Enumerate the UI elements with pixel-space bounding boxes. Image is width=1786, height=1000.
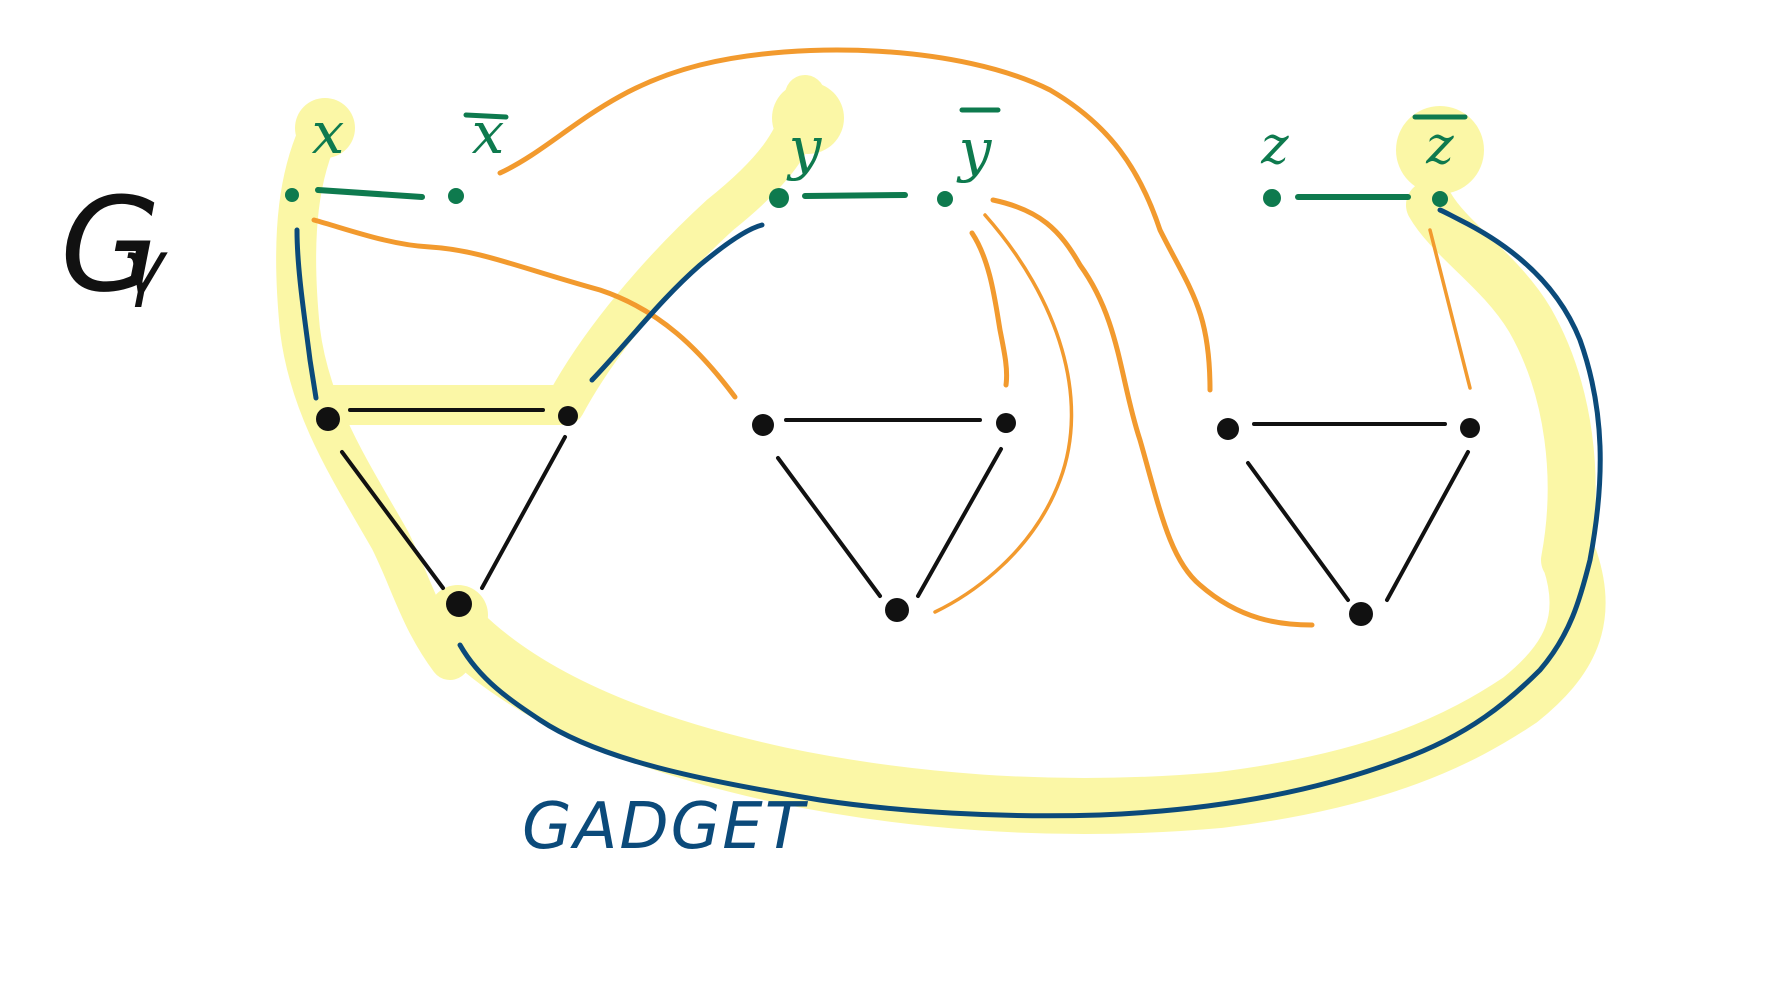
vertex-x-bar [448,188,464,204]
gadget-clause1-to-y [589,222,765,383]
vertex-z [1263,189,1281,207]
triangle-clause-2 [776,418,1003,598]
clause-2-left [752,414,774,436]
edge-y-ybar [802,192,908,199]
highlight-x-to-y [310,75,825,425]
label-z-bar: z [1425,116,1454,176]
title-main: G [60,169,161,321]
gadget-path [294,207,1603,819]
link-zbar-to-clause3 [1428,228,1472,390]
bar-x [463,112,509,120]
clause-2-right [996,413,1016,433]
highlight-x-var [295,98,355,158]
gadget-label: GADGET [522,790,809,864]
link-xbar-to-zbar-arc [497,47,1213,393]
highlight-y-var [772,82,844,154]
clause-triangles [340,408,1470,602]
link-x-to-clause2 [311,217,738,400]
variable-labels: x x y y z z [312,99,1468,184]
title-subscript: γ [122,225,168,309]
edge-x-xbar [315,187,425,200]
vertex-y-bar [937,191,953,207]
clause-1-bottom [446,591,472,617]
clause-links [311,47,1472,628]
clause-1-right [558,406,578,426]
label-y: y [786,114,823,182]
triangle-clause-3 [1246,422,1470,602]
link-ybar-to-clause3 [990,197,1315,628]
highlight-zbar-var [1396,106,1484,194]
gadget-highlight [276,75,1606,834]
gadget-bottom-loop [457,207,1603,819]
clause-2-bottom [885,598,909,622]
highlight-right-arm [1406,181,1596,584]
clause-3-right [1460,418,1480,438]
label-z: z [1260,116,1289,176]
label-x: x [312,99,345,167]
graph-title: G γ [60,169,168,321]
label-y-bar: y [956,116,993,184]
variable-row [315,187,1411,200]
link-ybar-to-clause2-top [969,230,1010,388]
link-ybar-to-clause2-bottom [933,213,1074,614]
vertex-z-bar [1432,191,1448,207]
gadget-x-to-clause1 [294,227,319,401]
clause-1-left [316,407,340,431]
vertex-x [285,188,299,202]
vertex-y [769,188,789,208]
highlight-bottom-loop [432,532,1606,834]
triangle-clause-1 [340,408,567,590]
clause-3-bottom [1349,602,1373,626]
label-x-bar: x [472,99,505,167]
clause-vertices [316,406,1480,626]
variable-vertices [285,188,1448,208]
clause-3-left [1217,418,1239,440]
